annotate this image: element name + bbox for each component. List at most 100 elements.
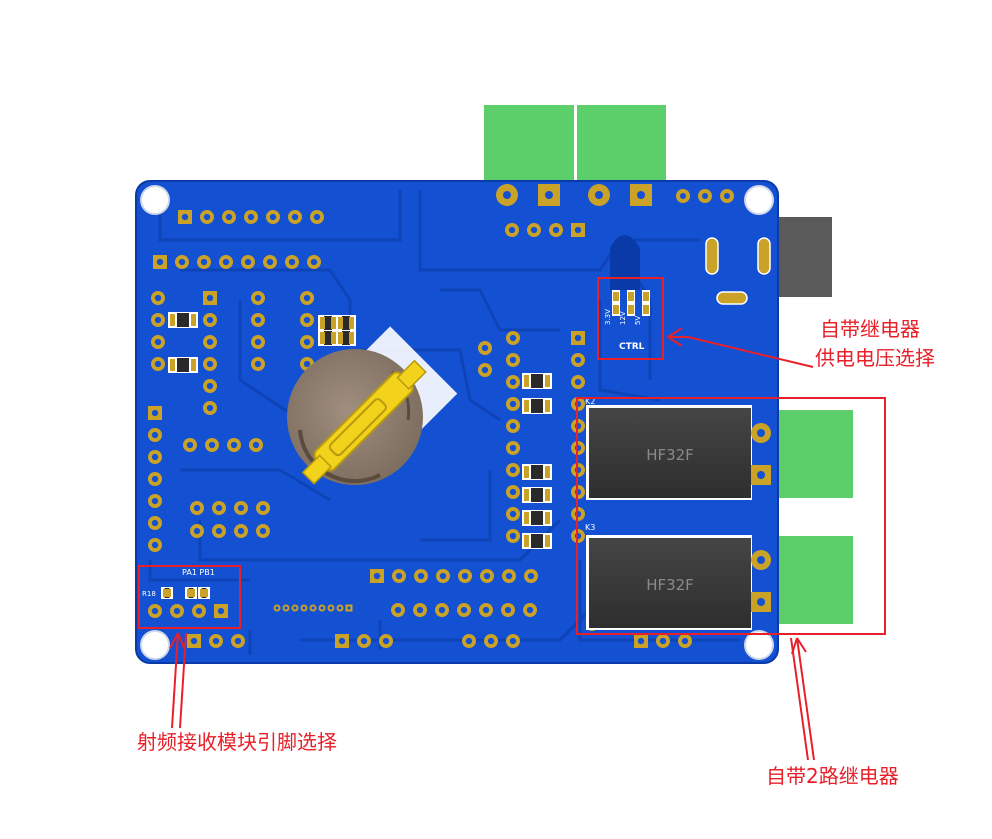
smd-pad bbox=[545, 466, 550, 478]
pad-hole bbox=[347, 606, 351, 610]
pad-hole bbox=[225, 213, 233, 221]
pad-hole bbox=[395, 572, 403, 580]
smd-body bbox=[342, 331, 350, 345]
pad-hole bbox=[151, 453, 159, 461]
smd-pad bbox=[190, 589, 195, 597]
pad-hole bbox=[208, 441, 216, 449]
smd-body bbox=[177, 313, 189, 327]
smd-body bbox=[177, 358, 189, 372]
smd-pad bbox=[349, 317, 354, 329]
smd-pad bbox=[545, 489, 550, 501]
pad-hole bbox=[417, 572, 425, 580]
mounting-hole bbox=[140, 185, 774, 660]
smd-pad bbox=[187, 589, 192, 597]
pad-hole bbox=[460, 606, 468, 614]
pad-hole bbox=[509, 400, 517, 408]
pad-hole bbox=[461, 572, 469, 580]
pad-hole bbox=[154, 360, 162, 368]
fine-pitch-header bbox=[273, 604, 353, 612]
dc-jack-connector bbox=[770, 217, 832, 297]
smd-pad bbox=[524, 512, 529, 524]
pad-hole bbox=[254, 316, 262, 324]
smd-pad bbox=[338, 332, 343, 344]
pad-hole bbox=[190, 637, 198, 645]
pad-hole bbox=[252, 441, 260, 449]
pad-hole bbox=[574, 334, 582, 342]
pad-hole bbox=[338, 606, 342, 610]
pad-hole bbox=[151, 541, 159, 549]
smd-pad bbox=[170, 314, 175, 326]
pad-hole bbox=[320, 606, 324, 610]
pad-hole bbox=[181, 213, 189, 221]
relay1-label: HF32F bbox=[646, 446, 694, 464]
relay-1: HF32F bbox=[586, 405, 752, 500]
pad-hole bbox=[659, 637, 667, 645]
pad-hole bbox=[215, 527, 223, 535]
relays-highlight bbox=[576, 397, 886, 635]
pad-hole bbox=[574, 226, 582, 234]
smd-pad bbox=[545, 400, 550, 412]
pad-hole bbox=[574, 356, 582, 364]
pad-hole bbox=[222, 258, 230, 266]
smd-pad bbox=[349, 332, 354, 344]
pad-hole bbox=[509, 510, 517, 518]
pad-hole bbox=[288, 258, 296, 266]
pad-hole bbox=[206, 338, 214, 346]
pad-hole bbox=[206, 360, 214, 368]
pa1-pb1-silkscreen: PA1 PB1 bbox=[182, 568, 215, 577]
pad-hole bbox=[206, 404, 214, 412]
pad-hole bbox=[206, 294, 214, 302]
pad-hole bbox=[151, 431, 159, 439]
pad-hole bbox=[552, 226, 560, 234]
pad-hole bbox=[254, 294, 262, 302]
smd-pad bbox=[524, 375, 529, 387]
pad-hole bbox=[259, 527, 267, 535]
pad-hole bbox=[259, 504, 267, 512]
pad-hole bbox=[206, 316, 214, 324]
top-terminal-pads bbox=[496, 184, 734, 206]
pad-hole bbox=[178, 258, 186, 266]
pad-hole bbox=[275, 606, 279, 610]
pad-hole bbox=[530, 226, 538, 234]
coin-cell-battery bbox=[287, 326, 458, 485]
pad-hole bbox=[373, 572, 381, 580]
pad-hole bbox=[504, 606, 512, 614]
pad-hole bbox=[313, 213, 321, 221]
smd-body bbox=[342, 316, 350, 330]
pad-hole bbox=[637, 637, 645, 645]
smd-pad bbox=[320, 317, 325, 329]
pad-hole bbox=[482, 606, 490, 614]
ctrl-silkscreen: CTRL bbox=[619, 342, 645, 352]
k2-silkscreen: K2 bbox=[585, 397, 595, 406]
pad-hole bbox=[465, 637, 473, 645]
relay-output-pads bbox=[751, 423, 771, 612]
smd-pad bbox=[200, 589, 205, 597]
relay-power-annotation-line1: 自带继电器 bbox=[820, 317, 920, 341]
pad-hole bbox=[509, 532, 517, 540]
relay1-screw-terminal bbox=[770, 410, 853, 498]
smd-body bbox=[531, 488, 543, 502]
pad-hole bbox=[215, 504, 223, 512]
pad-hole bbox=[151, 519, 159, 527]
relay-2: HF32F bbox=[586, 535, 752, 630]
pad-hole bbox=[151, 475, 159, 483]
voltage-jumper-block bbox=[612, 290, 650, 316]
pad-hole bbox=[254, 338, 262, 346]
pad-hole bbox=[193, 504, 201, 512]
pad-hole bbox=[284, 606, 288, 610]
pad-hole bbox=[394, 606, 402, 614]
smd-body bbox=[531, 399, 543, 413]
smd-pad bbox=[331, 332, 336, 344]
smd-pad bbox=[203, 589, 208, 597]
pad-hole bbox=[439, 572, 447, 580]
pad-hole bbox=[247, 213, 255, 221]
smd-pad bbox=[545, 512, 550, 524]
pad-hole bbox=[681, 637, 689, 645]
pad-hole bbox=[505, 572, 513, 580]
pad-hole bbox=[481, 366, 489, 374]
pad-hole bbox=[509, 444, 517, 452]
dc-jack-pads bbox=[705, 237, 771, 305]
smd-components bbox=[161, 312, 552, 599]
pad-hole bbox=[237, 504, 245, 512]
k3-silkscreen: K3 bbox=[585, 523, 595, 532]
